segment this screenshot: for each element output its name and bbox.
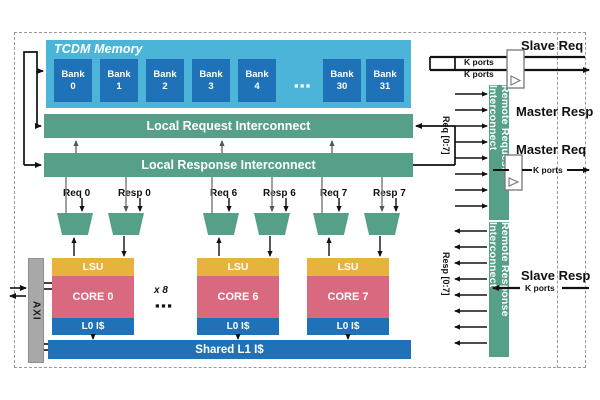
port-label-resp-0: Resp 0 (118, 188, 151, 199)
bank-label: Bank (199, 68, 223, 80)
bank-index: 3 (208, 80, 214, 92)
bank-index: 0 (70, 80, 76, 92)
cluster-external-divider (557, 32, 558, 368)
port-label-req-6: Req 6 (210, 188, 238, 199)
tcdm-bank-ellipsis: ▪▪▪ (294, 78, 312, 93)
core-block: CORE 6 (197, 276, 279, 318)
port-label-req-7: Req 7 (320, 188, 348, 199)
remote-request-interconnect: Remote Request Interconnect (487, 85, 511, 220)
bank-label: Bank (61, 68, 85, 80)
l0-icache-block: L0 I$ (52, 318, 134, 335)
tcdm-bank-0: Bank 0 (54, 59, 92, 102)
k-ports-label-4: K ports (525, 283, 555, 293)
external-label-slave-req: Slave Req (521, 38, 584, 53)
mux-req-7 (313, 213, 349, 235)
bank-label: Bank (153, 68, 177, 80)
mux-resp-6 (254, 213, 290, 235)
axi-port-bar: AXI (28, 258, 44, 363)
tcdm-bank-31: Bank 31 (366, 59, 404, 102)
remote-response-interconnect: Remote Response Interconnect (487, 222, 511, 357)
tcdm-memory-block: TCDM Memory Bank 0 Bank 1 Bank 2 Bank 3 … (46, 40, 411, 108)
mux-req-0 (57, 213, 93, 235)
local-request-interconnect: Local Request Interconnect (44, 114, 413, 138)
tcdm-title: TCDM Memory (54, 42, 143, 56)
lsu-block: LSU (197, 258, 279, 276)
external-label-master-req: Master Req (516, 142, 587, 157)
port-label-resp-7: Resp 7 (373, 188, 406, 199)
lsu-block: LSU (52, 258, 134, 276)
bank-label: Bank (330, 68, 354, 80)
bank-label: Bank (107, 68, 131, 80)
external-label-slave-resp: Slave Resp (521, 268, 591, 283)
port-label-req-0: Req 0 (63, 188, 91, 199)
resp-bus-label: Resp [0:7] (441, 252, 451, 296)
mux-resp-7 (364, 213, 400, 235)
core-block: CORE 7 (307, 276, 389, 318)
bank-label: Bank (245, 68, 269, 80)
bank-index: 2 (162, 80, 168, 92)
tcdm-bank-1: Bank 1 (100, 59, 138, 102)
cluster-boundary (14, 32, 586, 368)
k-ports-label-1: K ports (464, 57, 494, 67)
core-ellipsis: ▪▪▪ (155, 298, 174, 313)
tcdm-bank-30: Bank 30 (323, 59, 361, 102)
core-stack-6: LSU CORE 6 L0 I$ (197, 258, 279, 335)
l0-icache-block: L0 I$ (307, 318, 389, 335)
bank-index: 1 (116, 80, 122, 92)
lsu-block: LSU (307, 258, 389, 276)
bank-index: 4 (254, 80, 260, 92)
mux-req-6 (203, 213, 239, 235)
tcdm-bank-3: Bank 3 (192, 59, 230, 102)
req-bus-label: Req [0:7] (441, 116, 451, 155)
shared-l1-icache: Shared L1 I$ (48, 340, 411, 359)
tcdm-bank-4: Bank 4 (238, 59, 276, 102)
core-multiplier-label: x 8 (154, 285, 168, 296)
external-label-master-resp: Master Resp (516, 104, 594, 119)
bank-index: 31 (379, 80, 391, 92)
bank-index: 30 (336, 80, 348, 92)
k-ports-label-2: K ports (464, 69, 494, 79)
core-block: CORE 0 (52, 276, 134, 318)
bank-label: Bank (373, 68, 397, 80)
k-ports-label-3: K ports (533, 165, 563, 175)
l0-icache-block: L0 I$ (197, 318, 279, 335)
core-stack-7: LSU CORE 7 L0 I$ (307, 258, 389, 335)
mux-resp-0 (108, 213, 144, 235)
tcdm-bank-2: Bank 2 (146, 59, 184, 102)
local-response-interconnect: Local Response Interconnect (44, 153, 413, 177)
port-label-resp-6: Resp 6 (263, 188, 296, 199)
core-stack-0: LSU CORE 0 L0 I$ (52, 258, 134, 335)
